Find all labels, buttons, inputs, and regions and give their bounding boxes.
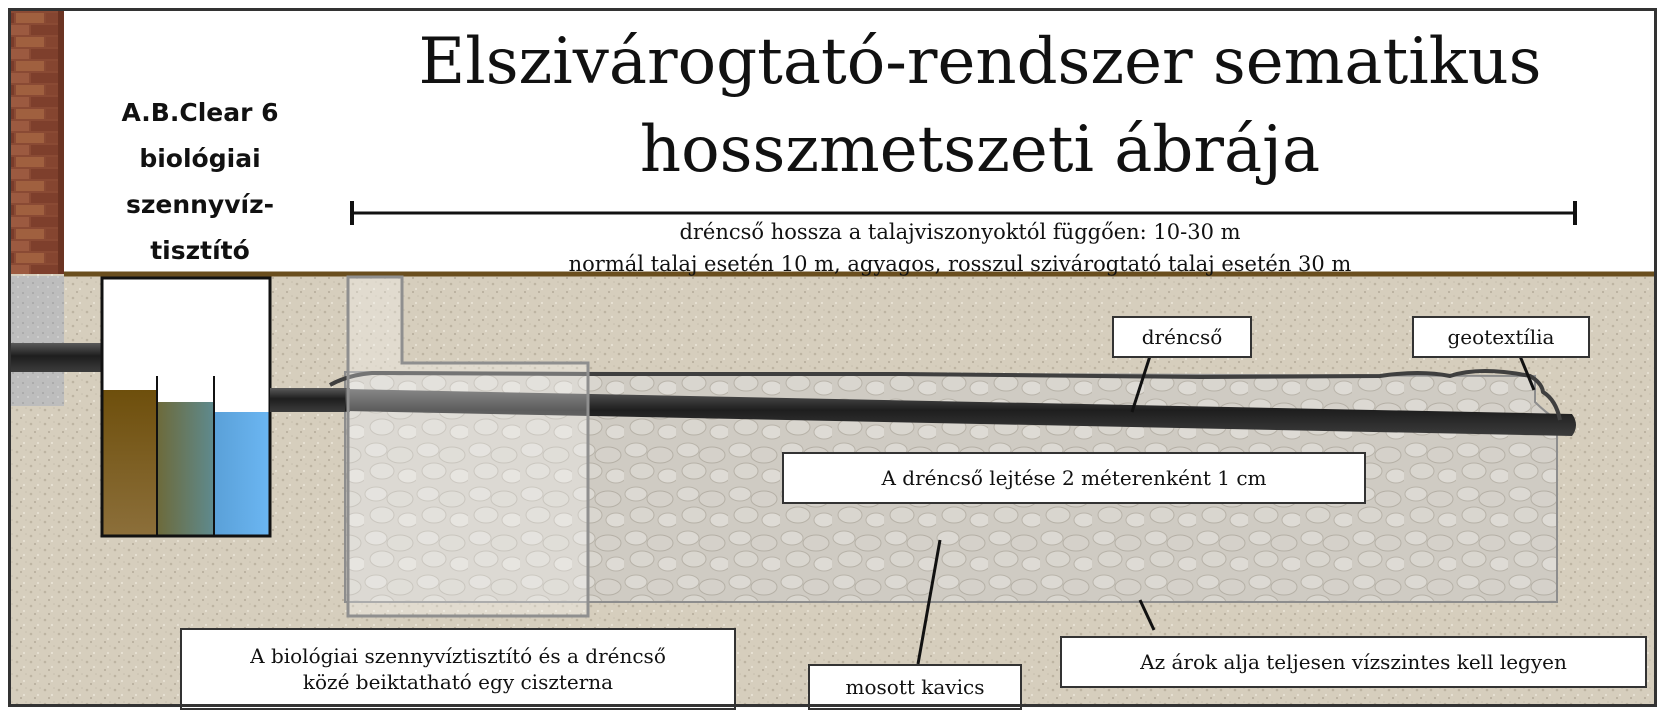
unit-label-line-4: tisztító — [150, 236, 250, 265]
unit-label-line-1: A.B.Clear 6 — [121, 98, 279, 127]
tank-chamber-3 — [214, 412, 269, 535]
tank-chamber-2 — [157, 402, 214, 535]
unit-label-line-3: szennyvíz- — [125, 190, 275, 219]
leader-trench-bottom — [1138, 599, 1156, 631]
cistern-label-line-1: A biológiai szennyvíztisztító és a drénc… — [250, 644, 666, 668]
cistern-label: A biológiai szennyvíztisztító és a drénc… — [180, 628, 736, 710]
drain-pipe — [345, 389, 1576, 436]
geotextile-label: geotextília — [1412, 316, 1590, 358]
drain-pipe-label: dréncső — [1112, 316, 1252, 358]
outlet-pipe — [270, 388, 350, 412]
leader-drain-pipe — [1130, 355, 1152, 413]
tank-chamber-1 — [103, 390, 157, 535]
leader-geotextile — [1518, 355, 1536, 391]
trench-bottom-label: Az árok alja teljesen vízszintes kell le… — [1060, 636, 1647, 688]
geotextile-layer — [329, 369, 1562, 421]
gravel-label: mosott kavics — [808, 664, 1022, 710]
brick-wall-edge — [58, 8, 64, 276]
dimension-text-line-1: dréncső hossza a talajviszonyoktól függő… — [679, 220, 1241, 244]
leader-gravel — [916, 539, 942, 665]
cistern-label-line-2: közé beiktatható egy ciszterna — [302, 670, 614, 694]
slope-label: A dréncső lejtése 2 méterenként 1 cm — [782, 452, 1366, 504]
cistern — [346, 275, 590, 618]
diagram-title-line-1: Elszivárogtató-rendszer sematikus — [418, 25, 1542, 99]
foundation-wall — [8, 276, 64, 406]
dimension-text-line-2: normál talaj esetén 10 m, agyagos, rossz… — [568, 252, 1352, 276]
unit-label-line-2: biológiai — [139, 144, 261, 173]
brick-wall — [8, 8, 64, 276]
diagram-title-line-2: hosszmetszeti ábrája — [639, 113, 1321, 187]
inlet-pipe — [10, 343, 106, 372]
